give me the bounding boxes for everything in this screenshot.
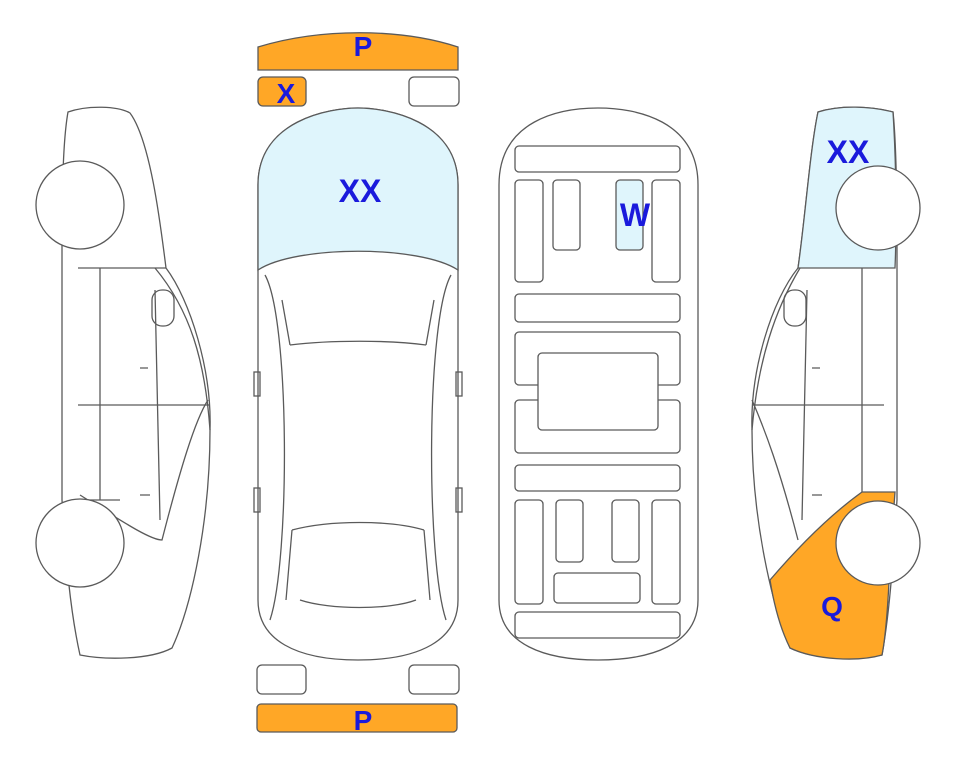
left-taillight[interactable]	[256, 664, 307, 695]
underbody-panel-w[interactable]	[615, 179, 644, 251]
rear-bumper[interactable]	[256, 703, 458, 733]
rear-bumper-label: P	[354, 705, 373, 736]
right-side-view: XX Q	[751, 106, 921, 660]
left-side-view	[35, 106, 211, 659]
windshield[interactable]	[257, 107, 459, 272]
left-front-wheel[interactable]	[35, 160, 125, 250]
left-rear-wheel[interactable]	[35, 498, 125, 588]
right-headlight[interactable]	[408, 76, 460, 107]
left-headlight-label: X	[277, 78, 296, 109]
front-bumper-label: P	[354, 31, 373, 62]
front-bumper[interactable]	[257, 32, 459, 71]
underbody-panel-label: W	[620, 197, 651, 233]
right-side-window-label: XX	[827, 134, 870, 170]
right-rear-wheel[interactable]	[835, 500, 921, 586]
top-view: P X XX P	[253, 31, 463, 736]
underbody-view: W	[498, 107, 699, 661]
left-headlight[interactable]	[257, 76, 307, 107]
right-rear-quarter-label: Q	[821, 591, 843, 622]
right-taillight[interactable]	[408, 664, 460, 695]
right-front-wheel[interactable]	[835, 165, 921, 251]
windshield-label: XX	[339, 173, 382, 209]
